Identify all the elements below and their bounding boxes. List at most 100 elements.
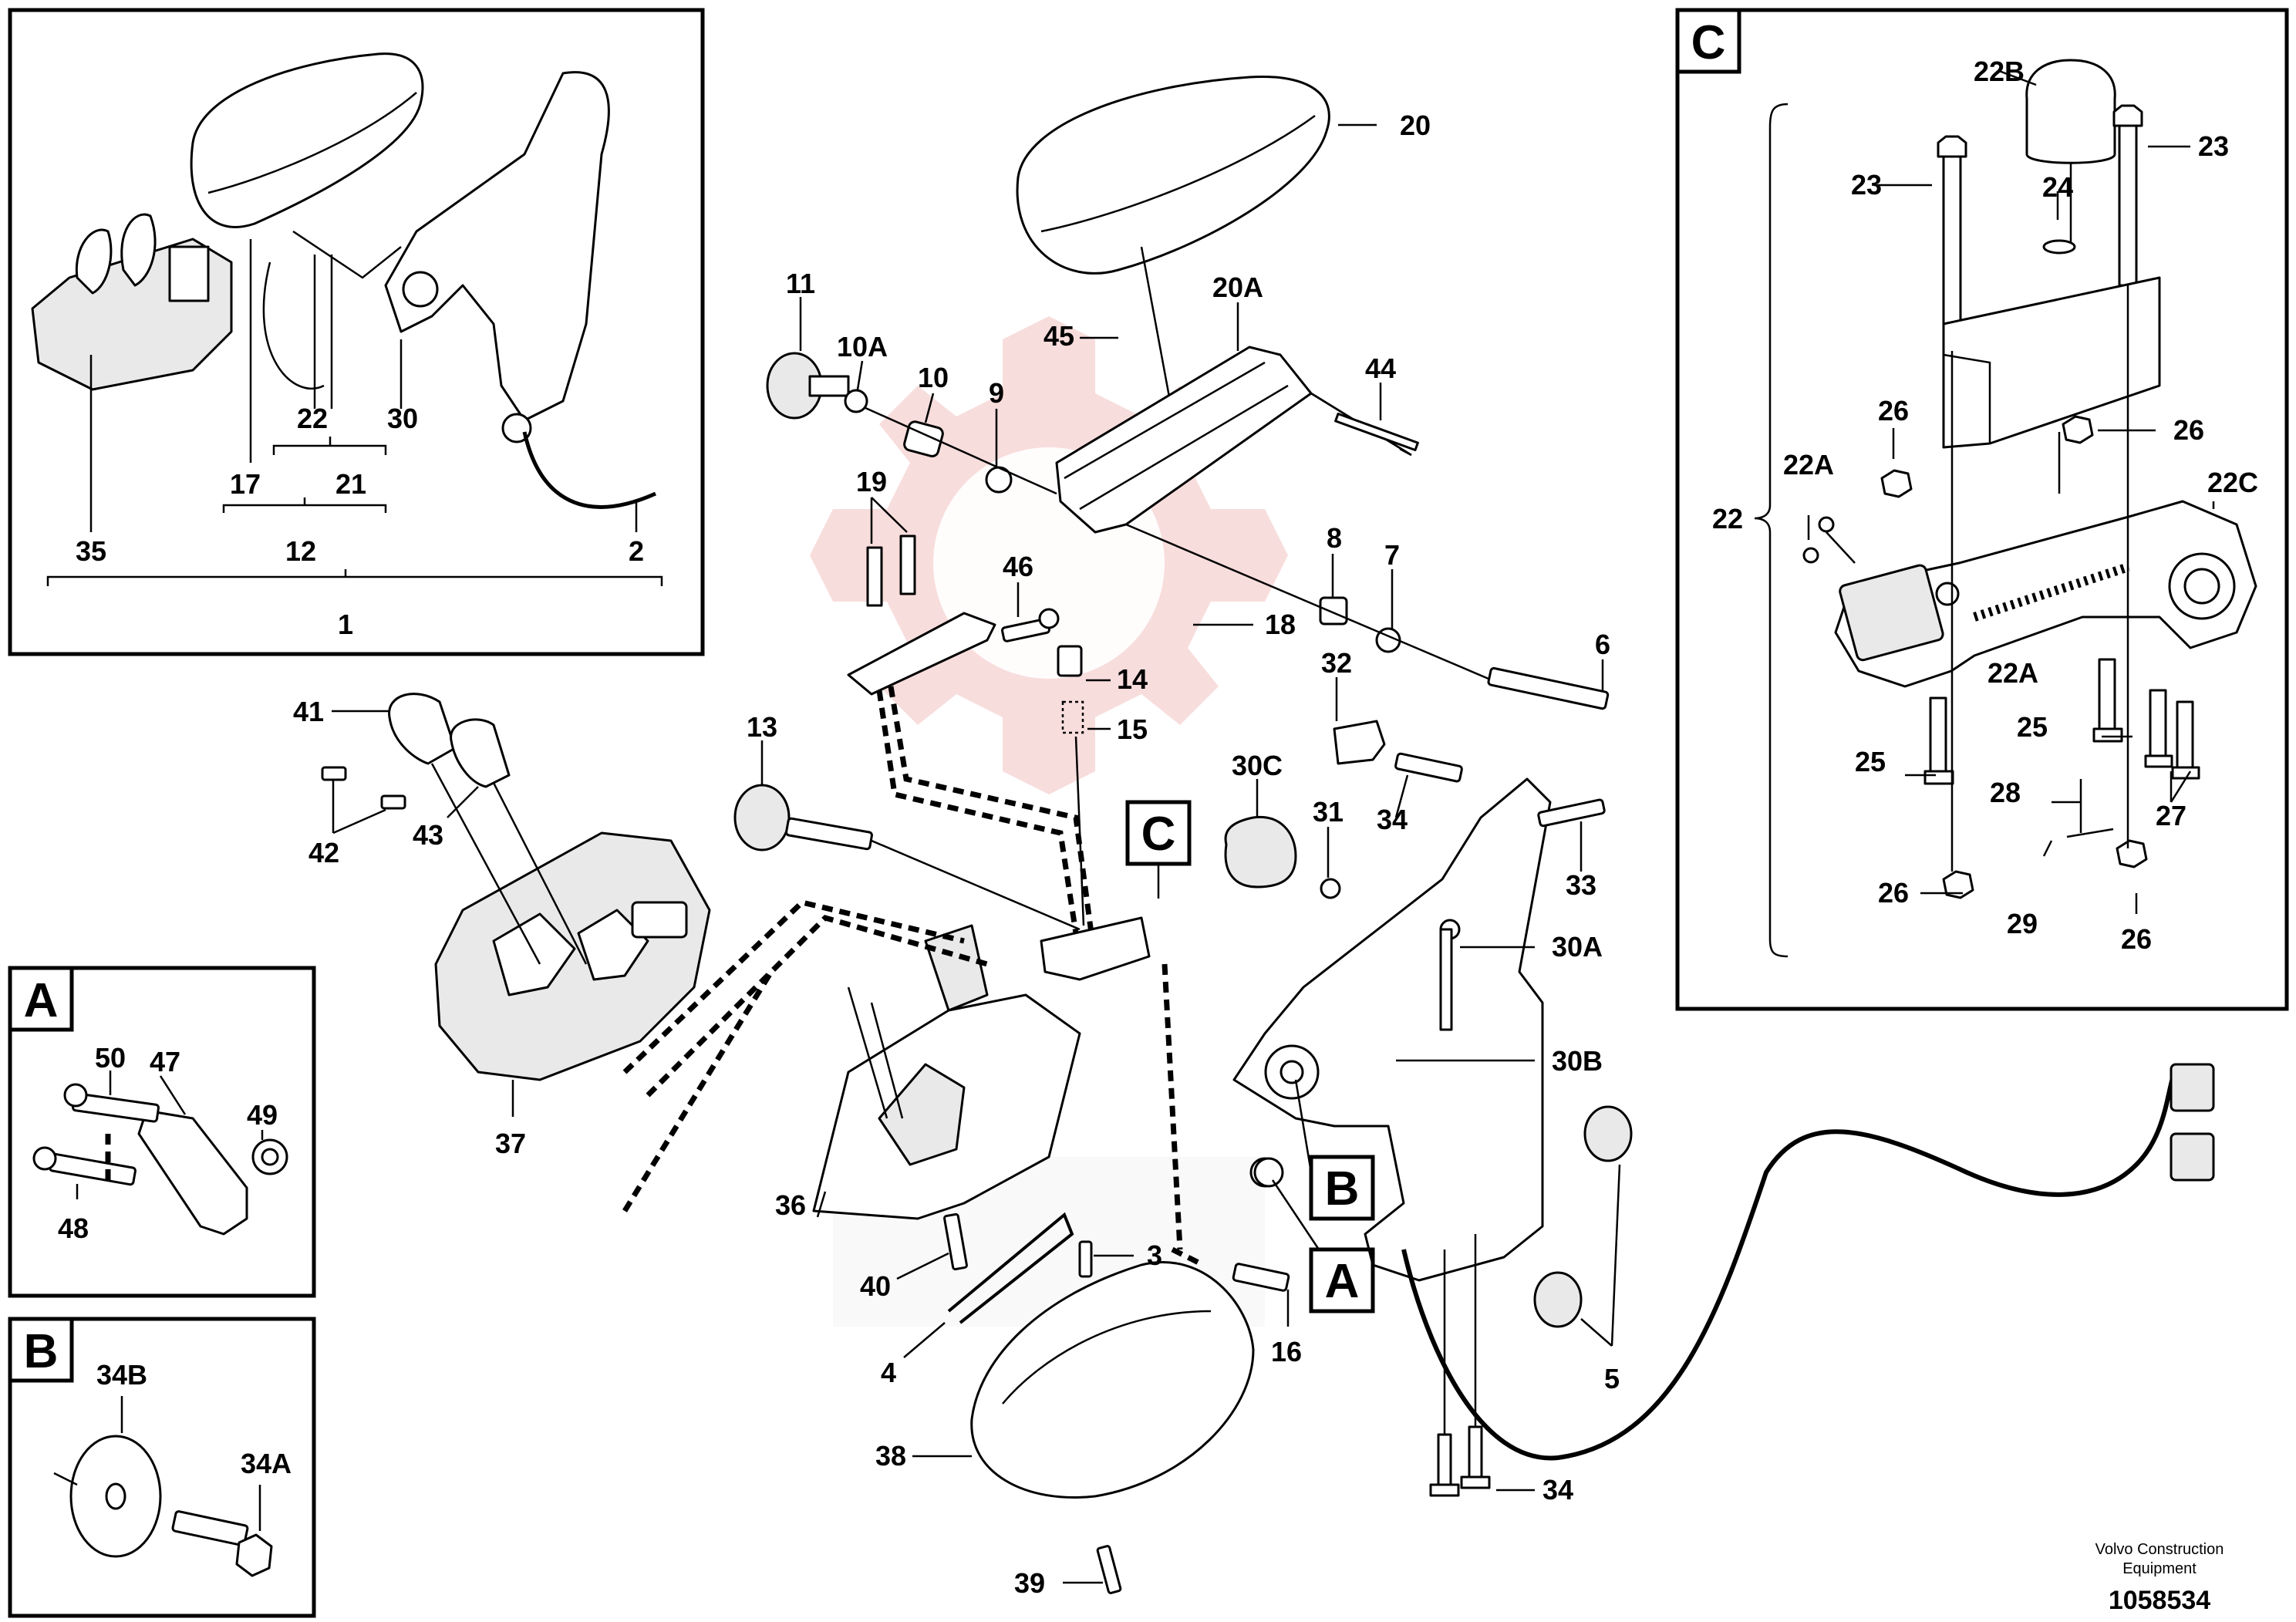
detail-b-title: B xyxy=(24,1325,59,1378)
callout-34a: 34A xyxy=(241,1448,292,1479)
cap-22b xyxy=(2025,59,2116,164)
callout-29: 29 xyxy=(2007,908,2038,939)
callout-20a: 20A xyxy=(1212,271,1263,303)
callout-13: 13 xyxy=(747,711,777,743)
callout-44: 44 xyxy=(1365,352,1396,384)
tag-a-main: A xyxy=(1325,1255,1360,1308)
callout-19: 19 xyxy=(856,466,887,497)
callout-40: 40 xyxy=(860,1270,891,1302)
callout-23-right: 23 xyxy=(2198,130,2229,162)
bracket-46 xyxy=(847,612,996,696)
callout-21: 21 xyxy=(335,468,366,500)
detail-c-frame xyxy=(1675,8,2289,1011)
callout-30b: 30B xyxy=(1552,1045,1603,1077)
callout-36: 36 xyxy=(775,1189,806,1221)
callout-11: 11 xyxy=(786,268,815,299)
tag-c-main: C xyxy=(1141,808,1176,861)
callout-28: 28 xyxy=(1990,777,2021,808)
callout-27: 27 xyxy=(2156,800,2186,831)
callout-3: 3 xyxy=(1147,1239,1162,1271)
callout-1: 1 xyxy=(338,609,353,640)
callout-42: 42 xyxy=(308,837,339,868)
callout-7: 7 xyxy=(1384,539,1400,571)
bracket-overview xyxy=(384,71,610,422)
callout-43: 43 xyxy=(413,819,443,851)
armrest-pad-20 xyxy=(1016,75,1330,275)
detail-c: C 22 xyxy=(1675,8,2289,1011)
callout-22c: 22C xyxy=(2207,467,2258,498)
connector-lower xyxy=(2170,1132,2215,1182)
callout-22a-top: 22A xyxy=(1783,449,1834,481)
callout-17: 17 xyxy=(230,468,261,500)
callout-5: 5 xyxy=(1604,1363,1620,1394)
callout-10a: 10A xyxy=(837,331,888,363)
callout-39: 39 xyxy=(1014,1567,1045,1599)
joystick-41 xyxy=(388,693,457,765)
callout-26-bottom-right: 26 xyxy=(2121,923,2152,955)
tag-b-main: B xyxy=(1325,1162,1360,1216)
bolt-23-right xyxy=(2118,122,2138,287)
main-exploded-view: C B A 20 20A 45 44 11 10A 10 9 19 46 18 … xyxy=(105,75,2215,1599)
callout-12: 12 xyxy=(285,535,316,567)
callout-22-detail: 22 xyxy=(1712,503,1743,534)
publisher-line-2: Equipment xyxy=(2122,1560,2197,1577)
callout-26-bottom-left: 26 xyxy=(1878,877,1909,909)
callout-48: 48 xyxy=(58,1212,89,1244)
detail-c-title: C xyxy=(1691,16,1726,69)
callout-31: 31 xyxy=(1313,796,1344,828)
callout-6: 6 xyxy=(1595,629,1610,660)
callout-10: 10 xyxy=(918,362,949,393)
callout-49: 49 xyxy=(247,1099,278,1131)
callout-46: 46 xyxy=(1003,551,1033,582)
connector-upper xyxy=(2170,1063,2215,1112)
detail-b: B 34B 34A xyxy=(8,1317,316,1618)
cover-38 xyxy=(970,1261,1255,1499)
document-number: 1058534 xyxy=(2109,1586,2210,1615)
callout-30a: 30A xyxy=(1552,931,1603,963)
mounting-plate-47 xyxy=(137,1109,248,1236)
bumper-30c xyxy=(1224,815,1297,889)
callout-9: 9 xyxy=(989,377,1004,409)
callout-25-left: 25 xyxy=(1855,746,1886,777)
detail-a-title: A xyxy=(24,974,59,1027)
callout-22a-bottom: 22A xyxy=(1988,657,2038,689)
control-console-37 xyxy=(434,831,711,1081)
inset-overview-frame xyxy=(8,8,705,656)
callout-45: 45 xyxy=(1043,320,1074,352)
callout-22: 22 xyxy=(297,403,328,434)
callout-35: 35 xyxy=(76,535,106,567)
detail-a-frame xyxy=(8,966,316,1298)
callout-25-right: 25 xyxy=(2017,711,2048,743)
callout-26-top-right: 26 xyxy=(2173,414,2204,446)
callout-14: 14 xyxy=(1117,663,1148,695)
inset-overview: 22 30 17 21 12 35 2 1 xyxy=(8,8,705,656)
detail-a: A 50 47 49 48 xyxy=(8,966,316,1298)
callout-15: 15 xyxy=(1117,713,1148,745)
callout-33: 33 xyxy=(1566,869,1596,901)
switch-block-22a xyxy=(1839,564,1944,662)
detail-b-frame xyxy=(8,1317,316,1618)
callout-41: 41 xyxy=(293,696,324,727)
bolt-23-left xyxy=(1942,153,1962,349)
callout-2: 2 xyxy=(629,535,644,567)
bolt-6 xyxy=(1487,666,1610,710)
callout-24: 24 xyxy=(2042,171,2073,203)
callout-34-upper: 34 xyxy=(1377,804,1408,835)
callout-30: 30 xyxy=(387,403,418,434)
bolt-34a xyxy=(171,1510,249,1546)
publisher-line-1: Volvo Construction xyxy=(2095,1541,2224,1558)
callout-50: 50 xyxy=(95,1042,126,1074)
callout-37: 37 xyxy=(495,1128,526,1159)
callout-22b: 22B xyxy=(1974,56,2025,87)
callout-18: 18 xyxy=(1265,609,1296,640)
callout-4: 4 xyxy=(881,1357,896,1388)
callout-47: 47 xyxy=(150,1046,180,1077)
plate-detail-c xyxy=(1942,276,2161,449)
mounting-bracket-main xyxy=(1232,777,1552,1282)
callout-23-left: 23 xyxy=(1851,169,1882,201)
callout-38: 38 xyxy=(875,1440,906,1472)
callout-32: 32 xyxy=(1321,647,1352,679)
callout-8: 8 xyxy=(1327,522,1342,554)
callout-34-lower: 34 xyxy=(1542,1474,1573,1506)
